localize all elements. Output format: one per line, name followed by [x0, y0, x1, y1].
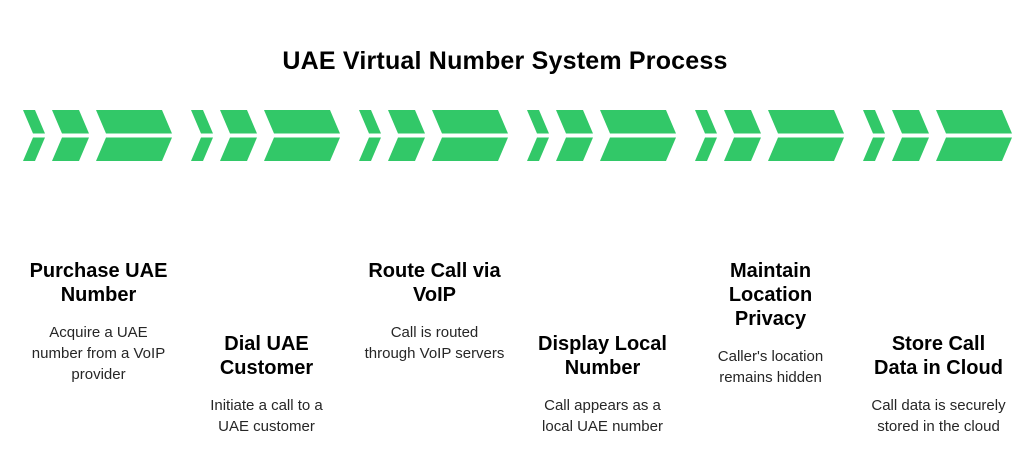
chevron-arrow-icon: [23, 110, 174, 161]
chevron-arrow-icon: [863, 110, 1014, 161]
step-maintain-location-privacy: Maintain Location Privacy Caller's locat…: [695, 259, 846, 388]
step-description: Call is routed through VoIP servers: [364, 324, 505, 362]
chevron-arrow-icon: [191, 110, 342, 161]
step-title: Purchase UAE Number: [29, 260, 168, 306]
arrows-row: [0, 110, 1032, 161]
step-description: Initiate a call to a UAE customer: [210, 397, 323, 435]
step-description: Call appears as a local UAE number: [542, 397, 663, 435]
step-route-call-via-voip: Route Call via VoIP Call is routed throu…: [359, 259, 510, 364]
chevron-arrow-icon: [359, 110, 510, 161]
step-title: Maintain Location Privacy: [728, 260, 813, 330]
step-title: Display Local Number: [538, 333, 667, 379]
step-store-call-data-in-cloud: Store Call Data in Cloud Call data is se…: [863, 332, 1014, 437]
chevron-arrow-icon: [527, 110, 678, 161]
step-display-local-number: Display Local Number Call appears as a l…: [527, 332, 678, 437]
chevron-arrow-icon: [695, 110, 846, 161]
step-title: Dial UAE Customer: [219, 333, 314, 379]
step-purchase-uae-number: Purchase UAE Number Acquire a UAE number…: [23, 259, 174, 385]
step-description: Call data is securely stored in the clou…: [871, 397, 1006, 435]
step-title: Route Call via VoIP: [368, 260, 501, 306]
page-title: UAE Virtual Number System Process: [282, 47, 728, 75]
step-description: Acquire a UAE number from a VoIP provide…: [31, 324, 166, 383]
step-dial-uae-customer: Dial UAE Customer Initiate a call to a U…: [191, 332, 342, 437]
step-title: Store Call Data in Cloud: [874, 333, 1003, 379]
step-description: Caller's location remains hidden: [717, 348, 824, 386]
